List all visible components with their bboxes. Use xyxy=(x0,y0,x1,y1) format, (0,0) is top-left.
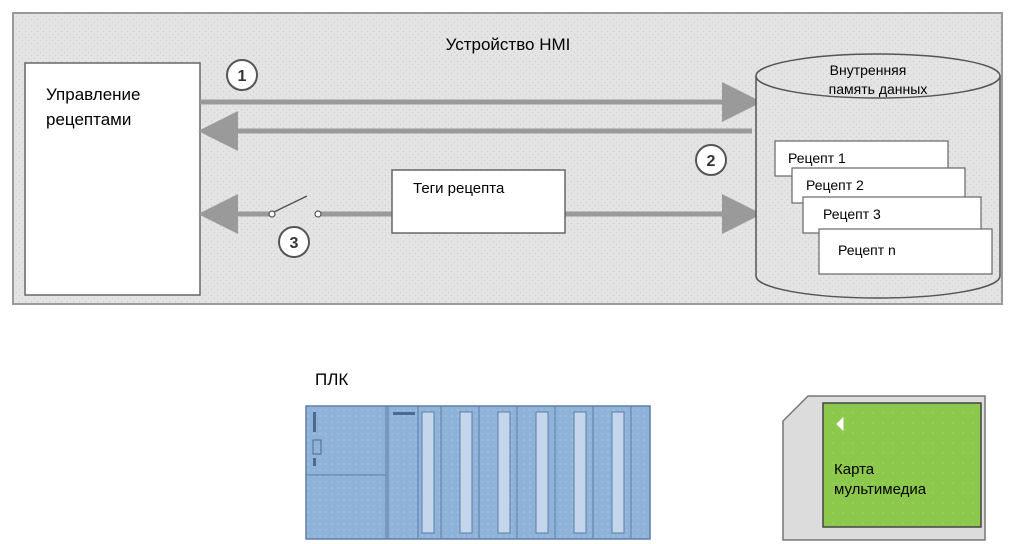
recipe-tags-label: Теги рецепта xyxy=(413,180,505,197)
svg-text:Рецепт 1: Рецепт 1 xyxy=(788,150,846,166)
multimedia-card-label-line1: Карта xyxy=(834,461,875,478)
multimedia-card-icon: Карта мультимедиа xyxy=(782,395,986,541)
hmi-device-title: Устройство HMI xyxy=(446,35,571,54)
plc-rack-icon xyxy=(305,405,651,540)
recipe-management-label-line1: Управление xyxy=(46,85,141,104)
recipe-card: Рецепт 3 xyxy=(802,196,982,234)
step-marker-2: 2 xyxy=(695,144,727,176)
step-marker-3: 3 xyxy=(278,226,310,258)
internal-memory-label-line1: Внутренняя xyxy=(830,62,907,78)
recipe-tags-box: Теги рецепта xyxy=(391,169,566,234)
internal-memory-label-line2: память данных xyxy=(829,81,928,97)
recipe-management-label-line2: рецептами xyxy=(46,110,131,129)
svg-text:3: 3 xyxy=(290,235,299,252)
step-marker-1: 1 xyxy=(226,59,258,91)
recipe-management-box: Управление рецептами xyxy=(24,62,201,296)
recipe-card: Рецепт n xyxy=(818,228,993,275)
plc-label: ПЛК xyxy=(315,370,348,389)
multimedia-card-label-line2: мультимедиа xyxy=(834,481,927,498)
svg-text:1: 1 xyxy=(238,68,247,85)
svg-text:2: 2 xyxy=(707,153,716,170)
svg-text:Рецепт 2: Рецепт 2 xyxy=(806,177,864,193)
switch-icon xyxy=(268,195,322,218)
svg-text:Рецепт 3: Рецепт 3 xyxy=(823,206,881,222)
svg-text:Рецепт n: Рецепт n xyxy=(838,242,896,258)
